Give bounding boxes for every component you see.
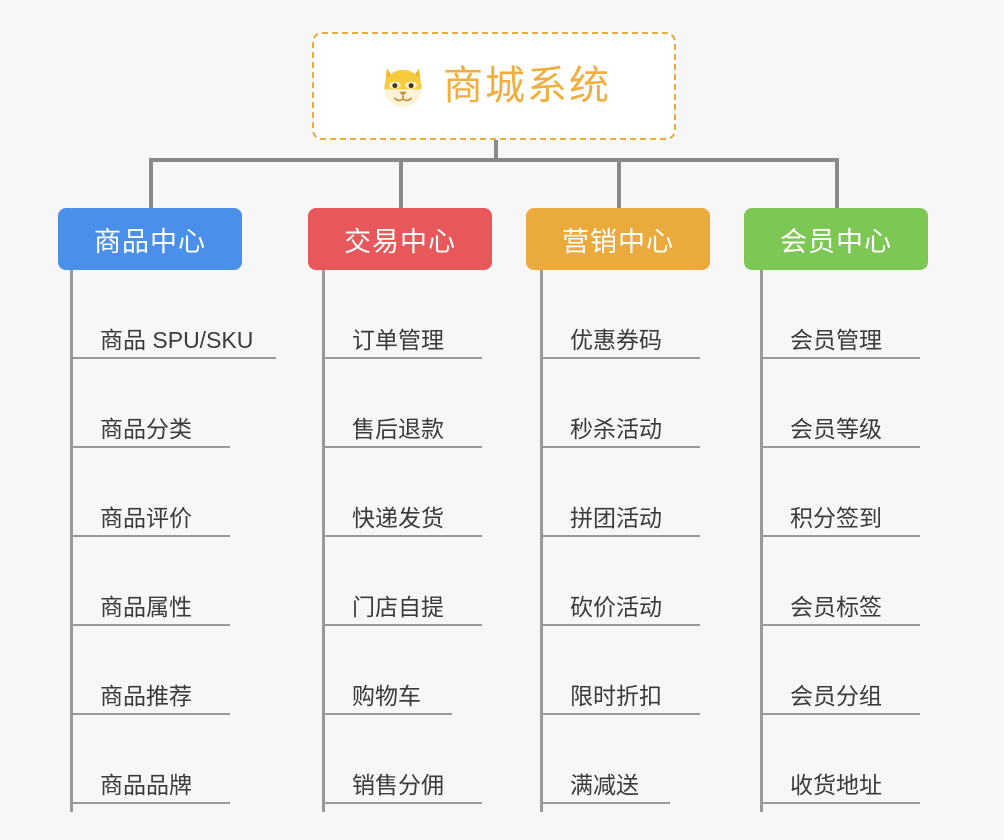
branch-items-trade-center: 订单管理 售后退款 快递发货 门店自提 购物车 销售分佣 — [322, 270, 552, 812]
leaf-item[interactable]: 会员等级 — [760, 359, 990, 448]
leaf-underline — [760, 535, 920, 537]
branch-spine — [540, 270, 543, 812]
connector-root-stem — [494, 140, 498, 162]
leaf-underline — [540, 446, 700, 448]
leaf-label: 砍价活动 — [570, 593, 662, 620]
leaf-label: 销售分佣 — [352, 771, 444, 798]
leaf-underline — [540, 713, 700, 715]
leaf-underline — [760, 802, 920, 804]
leaf-label: 拼团活动 — [570, 504, 662, 531]
leaf-label: 会员管理 — [790, 326, 882, 353]
leaf-item[interactable]: 门店自提 — [322, 537, 552, 626]
branch-spine — [70, 270, 73, 812]
leaf-label: 商品分类 — [100, 415, 192, 442]
branch-header-product-center[interactable]: 商品中心 — [58, 208, 242, 270]
leaf-underline — [540, 535, 700, 537]
branch-items-marketing-center: 优惠券码 秒杀活动 拼团活动 砍价活动 限时折扣 满减送 — [540, 270, 770, 812]
connector-drop-4 — [835, 158, 839, 210]
leaf-item[interactable]: 会员标签 — [760, 537, 990, 626]
leaf-item[interactable]: 购物车 — [322, 626, 552, 715]
leaf-item[interactable]: 订单管理 — [322, 270, 552, 359]
branch-title: 商品中心 — [94, 226, 206, 257]
leaf-label: 积分签到 — [790, 504, 882, 531]
leaf-label: 限时折扣 — [570, 682, 662, 709]
connector-drop-1 — [149, 158, 153, 210]
leaf-item[interactable]: 优惠券码 — [540, 270, 770, 359]
leaf-item[interactable]: 商品属性 — [70, 537, 300, 626]
connector-horizontal-bus — [149, 158, 839, 162]
leaf-underline — [322, 802, 482, 804]
leaf-underline — [70, 802, 230, 804]
leaf-label: 收货地址 — [790, 771, 882, 798]
branch-title: 营销中心 — [562, 226, 674, 257]
leaf-item[interactable]: 秒杀活动 — [540, 359, 770, 448]
leaf-underline — [322, 357, 482, 359]
leaf-label: 优惠券码 — [570, 326, 662, 353]
leaf-underline — [760, 713, 920, 715]
leaf-item[interactable]: 销售分佣 — [322, 715, 552, 804]
connector-drop-3 — [617, 158, 621, 210]
leaf-underline — [760, 624, 920, 626]
shiba-dog-face-icon — [384, 68, 422, 108]
leaf-item[interactable]: 拼团活动 — [540, 448, 770, 537]
leaf-item[interactable]: 会员分组 — [760, 626, 990, 715]
leaf-item[interactable]: 收货地址 — [760, 715, 990, 804]
leaf-underline — [70, 357, 276, 359]
branch-header-marketing-center[interactable]: 营销中心 — [526, 208, 710, 270]
root-node[interactable]: 商城系统 — [312, 32, 676, 140]
leaf-item[interactable]: 商品推荐 — [70, 626, 300, 715]
leaf-underline — [540, 624, 700, 626]
leaf-item[interactable]: 商品品牌 — [70, 715, 300, 804]
branch-title: 会员中心 — [780, 226, 892, 257]
branch-title: 交易中心 — [344, 226, 456, 257]
leaf-label: 商品评价 — [100, 504, 192, 531]
branch-header-member-center[interactable]: 会员中心 — [744, 208, 928, 270]
leaf-label: 会员标签 — [790, 593, 882, 620]
leaf-item[interactable]: 积分签到 — [760, 448, 990, 537]
leaf-item[interactable]: 快递发货 — [322, 448, 552, 537]
leaf-label: 订单管理 — [352, 326, 444, 353]
leaf-label: 秒杀活动 — [570, 415, 662, 442]
leaf-item[interactable]: 砍价活动 — [540, 537, 770, 626]
leaf-underline — [322, 713, 452, 715]
leaf-label: 售后退款 — [352, 415, 444, 442]
leaf-label: 商品推荐 — [100, 682, 192, 709]
leaf-item[interactable]: 商品分类 — [70, 359, 300, 448]
leaf-label: 商品品牌 — [100, 771, 192, 798]
leaf-underline — [70, 535, 230, 537]
leaf-underline — [70, 446, 230, 448]
leaf-underline — [540, 357, 700, 359]
branch-header-trade-center[interactable]: 交易中心 — [308, 208, 492, 270]
leaf-item[interactable]: 售后退款 — [322, 359, 552, 448]
leaf-item[interactable]: 商品 SPU/SKU — [70, 270, 300, 359]
leaf-item[interactable]: 会员管理 — [760, 270, 990, 359]
branch-spine — [322, 270, 325, 812]
branch-spine — [760, 270, 763, 812]
leaf-underline — [760, 446, 920, 448]
leaf-label: 会员分组 — [790, 682, 882, 709]
leaf-underline — [540, 802, 670, 804]
leaf-underline — [70, 713, 230, 715]
leaf-item[interactable]: 满减送 — [540, 715, 770, 804]
leaf-label: 商品属性 — [100, 593, 192, 620]
leaf-label: 会员等级 — [790, 415, 882, 442]
branch-items-member-center: 会员管理 会员等级 积分签到 会员标签 会员分组 收货地址 — [760, 270, 990, 812]
leaf-label: 购物车 — [352, 682, 421, 709]
leaf-underline — [70, 624, 230, 626]
leaf-label: 满减送 — [570, 771, 639, 798]
branch-items-product-center: 商品 SPU/SKU 商品分类 商品评价 商品属性 商品推荐 商品品牌 — [70, 270, 300, 812]
leaf-underline — [760, 357, 920, 359]
leaf-item[interactable]: 限时折扣 — [540, 626, 770, 715]
leaf-underline — [322, 446, 482, 448]
root-title: 商城系统 — [443, 64, 611, 108]
connector-drop-2 — [399, 158, 403, 210]
leaf-underline — [322, 624, 482, 626]
leaf-item[interactable]: 商品评价 — [70, 448, 300, 537]
leaf-label: 门店自提 — [352, 593, 444, 620]
leaf-label: 商品 SPU/SKU — [100, 326, 254, 353]
leaf-underline — [322, 535, 482, 537]
leaf-label: 快递发货 — [352, 504, 444, 531]
